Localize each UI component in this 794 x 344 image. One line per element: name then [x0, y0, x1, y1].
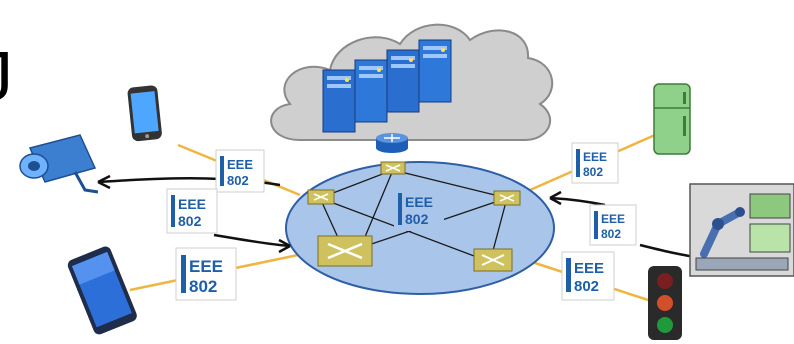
ieee-802-badge: EEE 802: [394, 187, 444, 231]
ieee-802-badge: EEE 802: [571, 142, 619, 184]
switch-large-icon: [317, 235, 373, 267]
ieee-badge-line2: 802: [583, 165, 603, 179]
phone-icon: [127, 85, 162, 142]
switch-small-icon: [493, 190, 521, 206]
ieee-badge-line1: EEE: [178, 196, 206, 212]
robot-arm-icon: [689, 183, 794, 277]
ieee-badge-line2: 802: [405, 211, 429, 227]
ieee-badge-line1: EEE: [227, 157, 253, 172]
camera-icon: [19, 134, 99, 194]
fridge-icon: [653, 83, 691, 155]
ieee-802-badge: EEE 802: [175, 247, 237, 301]
server-rack-icon: [322, 39, 452, 133]
ieee-badge-line2: 802: [178, 213, 202, 229]
tablet-icon: [67, 246, 137, 335]
switch-small-icon: [307, 189, 335, 205]
ieee-badge-line1: EEE: [601, 212, 625, 226]
ieee-badge-line2: 802: [227, 173, 249, 188]
ieee-badge-line2: 802: [574, 278, 599, 295]
traffic-light-icon: [648, 266, 682, 340]
ieee-badge-line1: EEE: [583, 150, 607, 164]
ieee-badge-line2: 802: [601, 227, 621, 241]
ieee-802-badge: EEE 802: [166, 188, 218, 234]
ieee-badge-line1: EEE: [405, 194, 433, 210]
ieee-802-badge: EEE 802: [561, 251, 615, 301]
cut-off-glyph: J: [0, 37, 13, 115]
switch-medium-icon: [473, 248, 513, 272]
router-icon: [376, 133, 408, 153]
ieee-badge-line1: EEE: [189, 257, 223, 276]
ieee-badge-line1: EEE: [574, 260, 604, 277]
ieee-802-badge: EEE 802: [589, 204, 637, 246]
ieee-badge-line2: 802: [189, 277, 217, 296]
switch-small-icon: [380, 161, 406, 175]
ieee-802-badge: EEE 802: [215, 149, 265, 193]
